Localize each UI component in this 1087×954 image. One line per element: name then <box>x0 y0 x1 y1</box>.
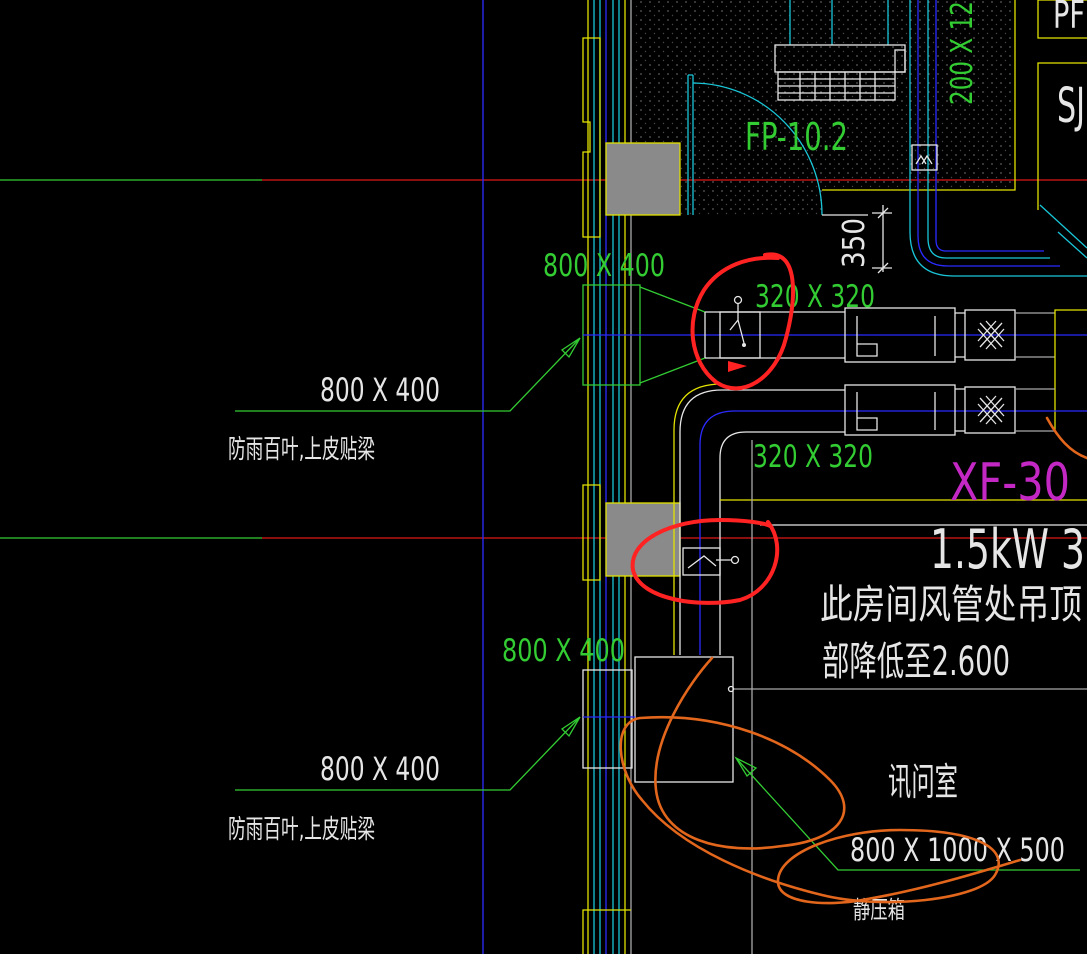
upper-fire-damper-box <box>719 311 761 359</box>
interior-walls <box>720 440 1087 954</box>
lower-duct-centerline <box>699 410 1087 655</box>
upper-louver-leader <box>235 337 581 412</box>
lower-silencer <box>964 386 1016 434</box>
dimension-lines <box>822 205 892 274</box>
lower-duct-size: 320 X 320 <box>753 439 873 475</box>
pipe-diagonal <box>1039 204 1087 259</box>
lower-duct-extension <box>1015 388 1055 432</box>
red-markup-circle-lower-damper <box>630 518 780 605</box>
upper-louver-leader-arrow-icon <box>560 337 581 359</box>
room-box-sj <box>1037 62 1087 210</box>
column-block <box>605 142 681 216</box>
room-name: 讯问室 <box>888 760 958 804</box>
column-block <box>605 502 681 577</box>
dimension-350 <box>822 205 892 274</box>
leader-lines <box>235 337 1080 871</box>
fan-coil-end <box>894 49 906 73</box>
red-markup-circle-upper-damper <box>690 252 795 391</box>
lower-louver-size: 800 X 400 <box>320 750 440 788</box>
fan-room-wall <box>1054 309 1087 432</box>
top-room-boundary <box>687 0 1087 216</box>
pipe <box>927 0 1050 259</box>
lower-duct-run <box>673 383 1087 655</box>
fan-power: 1.5kW 3 <box>930 518 1085 581</box>
lower-inline-fan <box>844 384 956 436</box>
lower-duct-inner <box>719 431 845 655</box>
ceiling-note-line2: 部降低至2.600 <box>822 639 1010 685</box>
static-pressure-box-group <box>582 656 1087 783</box>
lower-silencer-hatch-icon <box>977 395 1005 425</box>
room-tag-sj: SJ <box>1057 78 1085 134</box>
lower-duct-outer-yellow <box>673 383 723 655</box>
lower-fire-damper-blade <box>687 555 731 569</box>
upper-inline-fan-detail <box>856 312 965 358</box>
lower-louver-leader-arrow-icon <box>560 716 581 738</box>
fan-coil-tag: FP-10.2 <box>745 115 848 159</box>
fan-coil-grille-lines <box>778 72 895 100</box>
lower-fire-damper-link <box>730 555 740 565</box>
lower-louver-note: 防雨百叶,上皮贴梁 <box>228 815 375 845</box>
upper-fire-damper-link <box>733 295 743 305</box>
upper-silencer-hatch-icon <box>977 320 1005 350</box>
lower-inline-fan-detail <box>856 388 965 432</box>
pipe-flow-arrows <box>915 154 933 165</box>
pipe-valve-box <box>911 144 938 171</box>
room-box-pf <box>1037 0 1087 39</box>
static-box-leader-arrow-icon <box>734 756 758 778</box>
pipe <box>935 0 1044 252</box>
room-tag-pf: PF <box>1053 0 1085 37</box>
review-markups <box>619 252 1087 905</box>
pillar-outline <box>582 484 601 581</box>
door-swing-arc <box>692 82 823 216</box>
pillar-outline <box>582 37 601 238</box>
upper-silencer <box>964 309 1016 361</box>
orange-markup-stroke <box>1045 416 1087 460</box>
upper-louver-size: 800 X 400 <box>320 371 440 409</box>
labels: FP-10.2 200 X 12 350 PF SJ 800 X 400 320… <box>228 0 1085 924</box>
dimension-label: 350 <box>837 218 872 268</box>
lower-louver-leader <box>235 716 581 791</box>
upper-louver-note: 防雨百叶,上皮贴梁 <box>228 435 375 465</box>
upper-louver-duct-size: 800 X 400 <box>543 248 665 284</box>
pipe <box>909 0 1087 277</box>
pillar-outline <box>582 909 631 954</box>
pipe-size-label: 200 X 12 <box>945 1 980 105</box>
orange-markup-scribble <box>619 656 1022 905</box>
fan-tag: XF-30 <box>950 453 1070 513</box>
upper-inline-fan <box>844 307 956 363</box>
exterior-wall <box>582 0 681 954</box>
flow-arrow-icon <box>728 361 747 372</box>
upper-duct-run <box>582 284 1087 432</box>
lower-duct-outer <box>679 389 845 655</box>
room-wall <box>822 0 1016 191</box>
lower-louver <box>582 669 633 769</box>
fan-coil-unit <box>774 0 906 101</box>
upper-fire-damper-blade <box>729 304 745 344</box>
lower-fire-damper-box <box>682 547 721 576</box>
static-box-size: 800 X 1000 X 500 <box>850 831 1065 869</box>
static-box-leader <box>735 757 1080 871</box>
upper-duct-size: 320 X 320 <box>755 279 875 315</box>
ceiling-note-line1: 此房间风管处吊顶 <box>820 582 1082 628</box>
upper-fire-damper-pivot <box>742 343 746 347</box>
lower-louver-duct-size: 800 X 400 <box>502 633 625 669</box>
static-box-node <box>727 685 735 693</box>
upper-duct-extension <box>1015 312 1055 358</box>
door-leaf <box>687 74 694 215</box>
riser-pipes <box>909 0 1087 277</box>
pipe <box>917 0 1060 267</box>
